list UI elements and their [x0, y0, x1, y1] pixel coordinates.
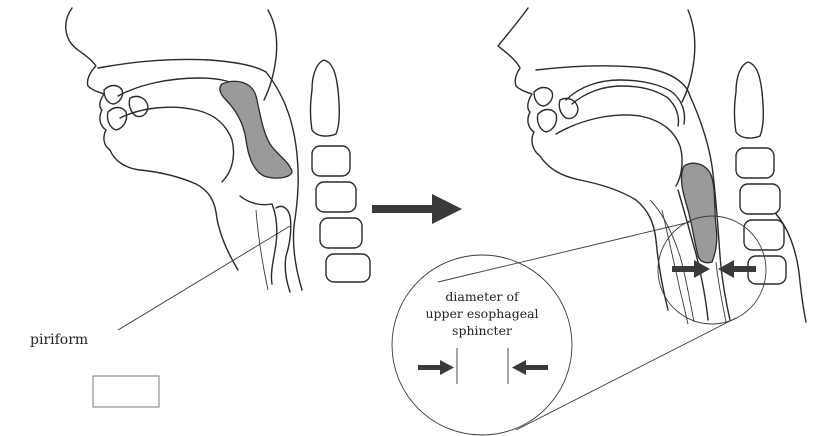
- inset-label-line1: diameter of: [445, 289, 520, 304]
- inset-magnified: diameter of upper esophageal sphincter: [392, 255, 572, 435]
- right-dens: [735, 62, 764, 138]
- left-skull-back: [264, 10, 277, 100]
- inset-label-line2: upper esophageal: [425, 306, 538, 321]
- right-vertebra-1: [736, 148, 774, 178]
- right-vertebra-2: [740, 184, 780, 214]
- right-skull-back: [682, 10, 695, 102]
- left-epiglottis: [276, 206, 291, 292]
- left-vertebra-2: [316, 182, 356, 212]
- left-vertebra-3: [320, 218, 362, 248]
- right-tongue: [556, 115, 682, 186]
- right-inner-teeth: [559, 98, 578, 118]
- left-face-profile: [66, 8, 238, 270]
- left-dens: [311, 60, 340, 136]
- piriform-leader-line: [118, 226, 290, 330]
- legend-box: [93, 376, 159, 407]
- left-larynx: [240, 196, 277, 284]
- left-trachea: [256, 210, 268, 290]
- left-vertebra-1: [312, 146, 350, 176]
- inset-arrow-left-shaft: [418, 365, 442, 370]
- zoom-line-top: [438, 222, 690, 282]
- left-vertebra-4: [326, 254, 370, 282]
- right-head: [498, 8, 806, 324]
- right-bolus: [681, 163, 716, 262]
- right-vertebra-3: [744, 220, 784, 250]
- left-head: [66, 8, 370, 292]
- piriform-label: piriform: [30, 332, 88, 348]
- left-pharynx-wall: [266, 72, 302, 290]
- transition-arrow: [372, 194, 462, 224]
- left-palate: [98, 59, 266, 72]
- inset-arrow-right-shaft: [524, 365, 548, 370]
- right-larynx: [650, 200, 694, 322]
- inset-arrow-left-head: [440, 360, 454, 375]
- right-lower-teeth: [537, 110, 556, 133]
- inset-circle: [392, 255, 572, 435]
- right-upper-teeth: [534, 88, 553, 107]
- inset-arrow-right-head: [512, 360, 526, 375]
- left-tongue: [120, 107, 234, 182]
- left-lower-teeth: [107, 108, 126, 131]
- zoom-line-bottom: [516, 318, 736, 430]
- inset-label-line3: sphincter: [452, 323, 512, 338]
